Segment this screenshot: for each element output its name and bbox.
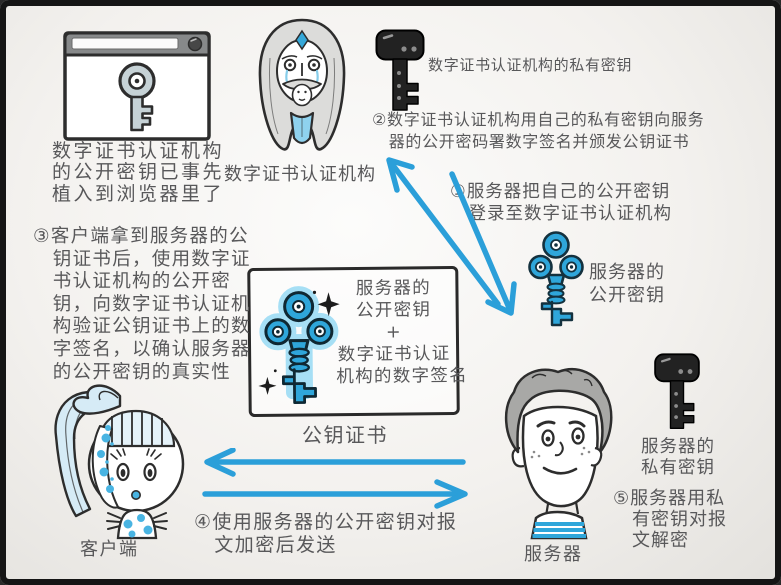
certificate-caption: 公钥证书	[302, 423, 388, 447]
step-5-text: ⑤服务器用私 有密钥对报 文解密	[613, 488, 727, 551]
double-horizontal-arrow-icon	[202, 448, 468, 509]
step-4-text: ④使用服务器的公开密钥对报 文加密后发送	[194, 511, 458, 556]
server-private-key-label: 服务器的 私有密钥	[641, 437, 715, 478]
server-public-key-icon	[528, 231, 584, 327]
browser-window-with-key-icon	[63, 31, 211, 141]
ca-private-key-label: 数字证书认证机构的私有密钥	[428, 56, 633, 74]
client-label: 客户端	[80, 539, 139, 560]
public-key-certificate-box: 服务器的 公开密钥 + 数字证书认证 机构的数字签名	[247, 265, 469, 418]
ca-label: 数字证书认证机构	[224, 164, 376, 185]
server-public-key-label: 服务器的 公开密钥	[589, 262, 665, 306]
browser-preinstalled-key-caption: 数字证书认证机构 的公开密钥已事先 植入到浏览器里了	[52, 140, 225, 205]
step-2-text: ②数字证书认证机构用自己的私有密钥向服务 器的公开密码署数字签名并颁发公钥证书	[372, 110, 705, 151]
double-diagonal-arrow-icon	[386, 157, 517, 316]
girl-face-icon	[54, 384, 185, 540]
step-3-text: ③客户端拿到服务器的公 钥证书后，使用数字证 书认证机构的公开密 钥，向数字证书…	[33, 226, 251, 383]
server-private-key-icon	[654, 353, 700, 429]
step-1-text: ①服务器把自己的公开密钥 登录至数字证书认证机构	[450, 182, 672, 224]
boy-face-icon	[504, 367, 613, 540]
certificate-content: 服务器的 公开密钥 + 数字证书认证 机构的数字签名	[336, 278, 469, 388]
wizard-face-icon	[258, 18, 346, 151]
ca-private-key-icon	[375, 29, 425, 111]
certificate-key-icon	[258, 286, 340, 405]
server-label: 服务器	[524, 544, 583, 565]
